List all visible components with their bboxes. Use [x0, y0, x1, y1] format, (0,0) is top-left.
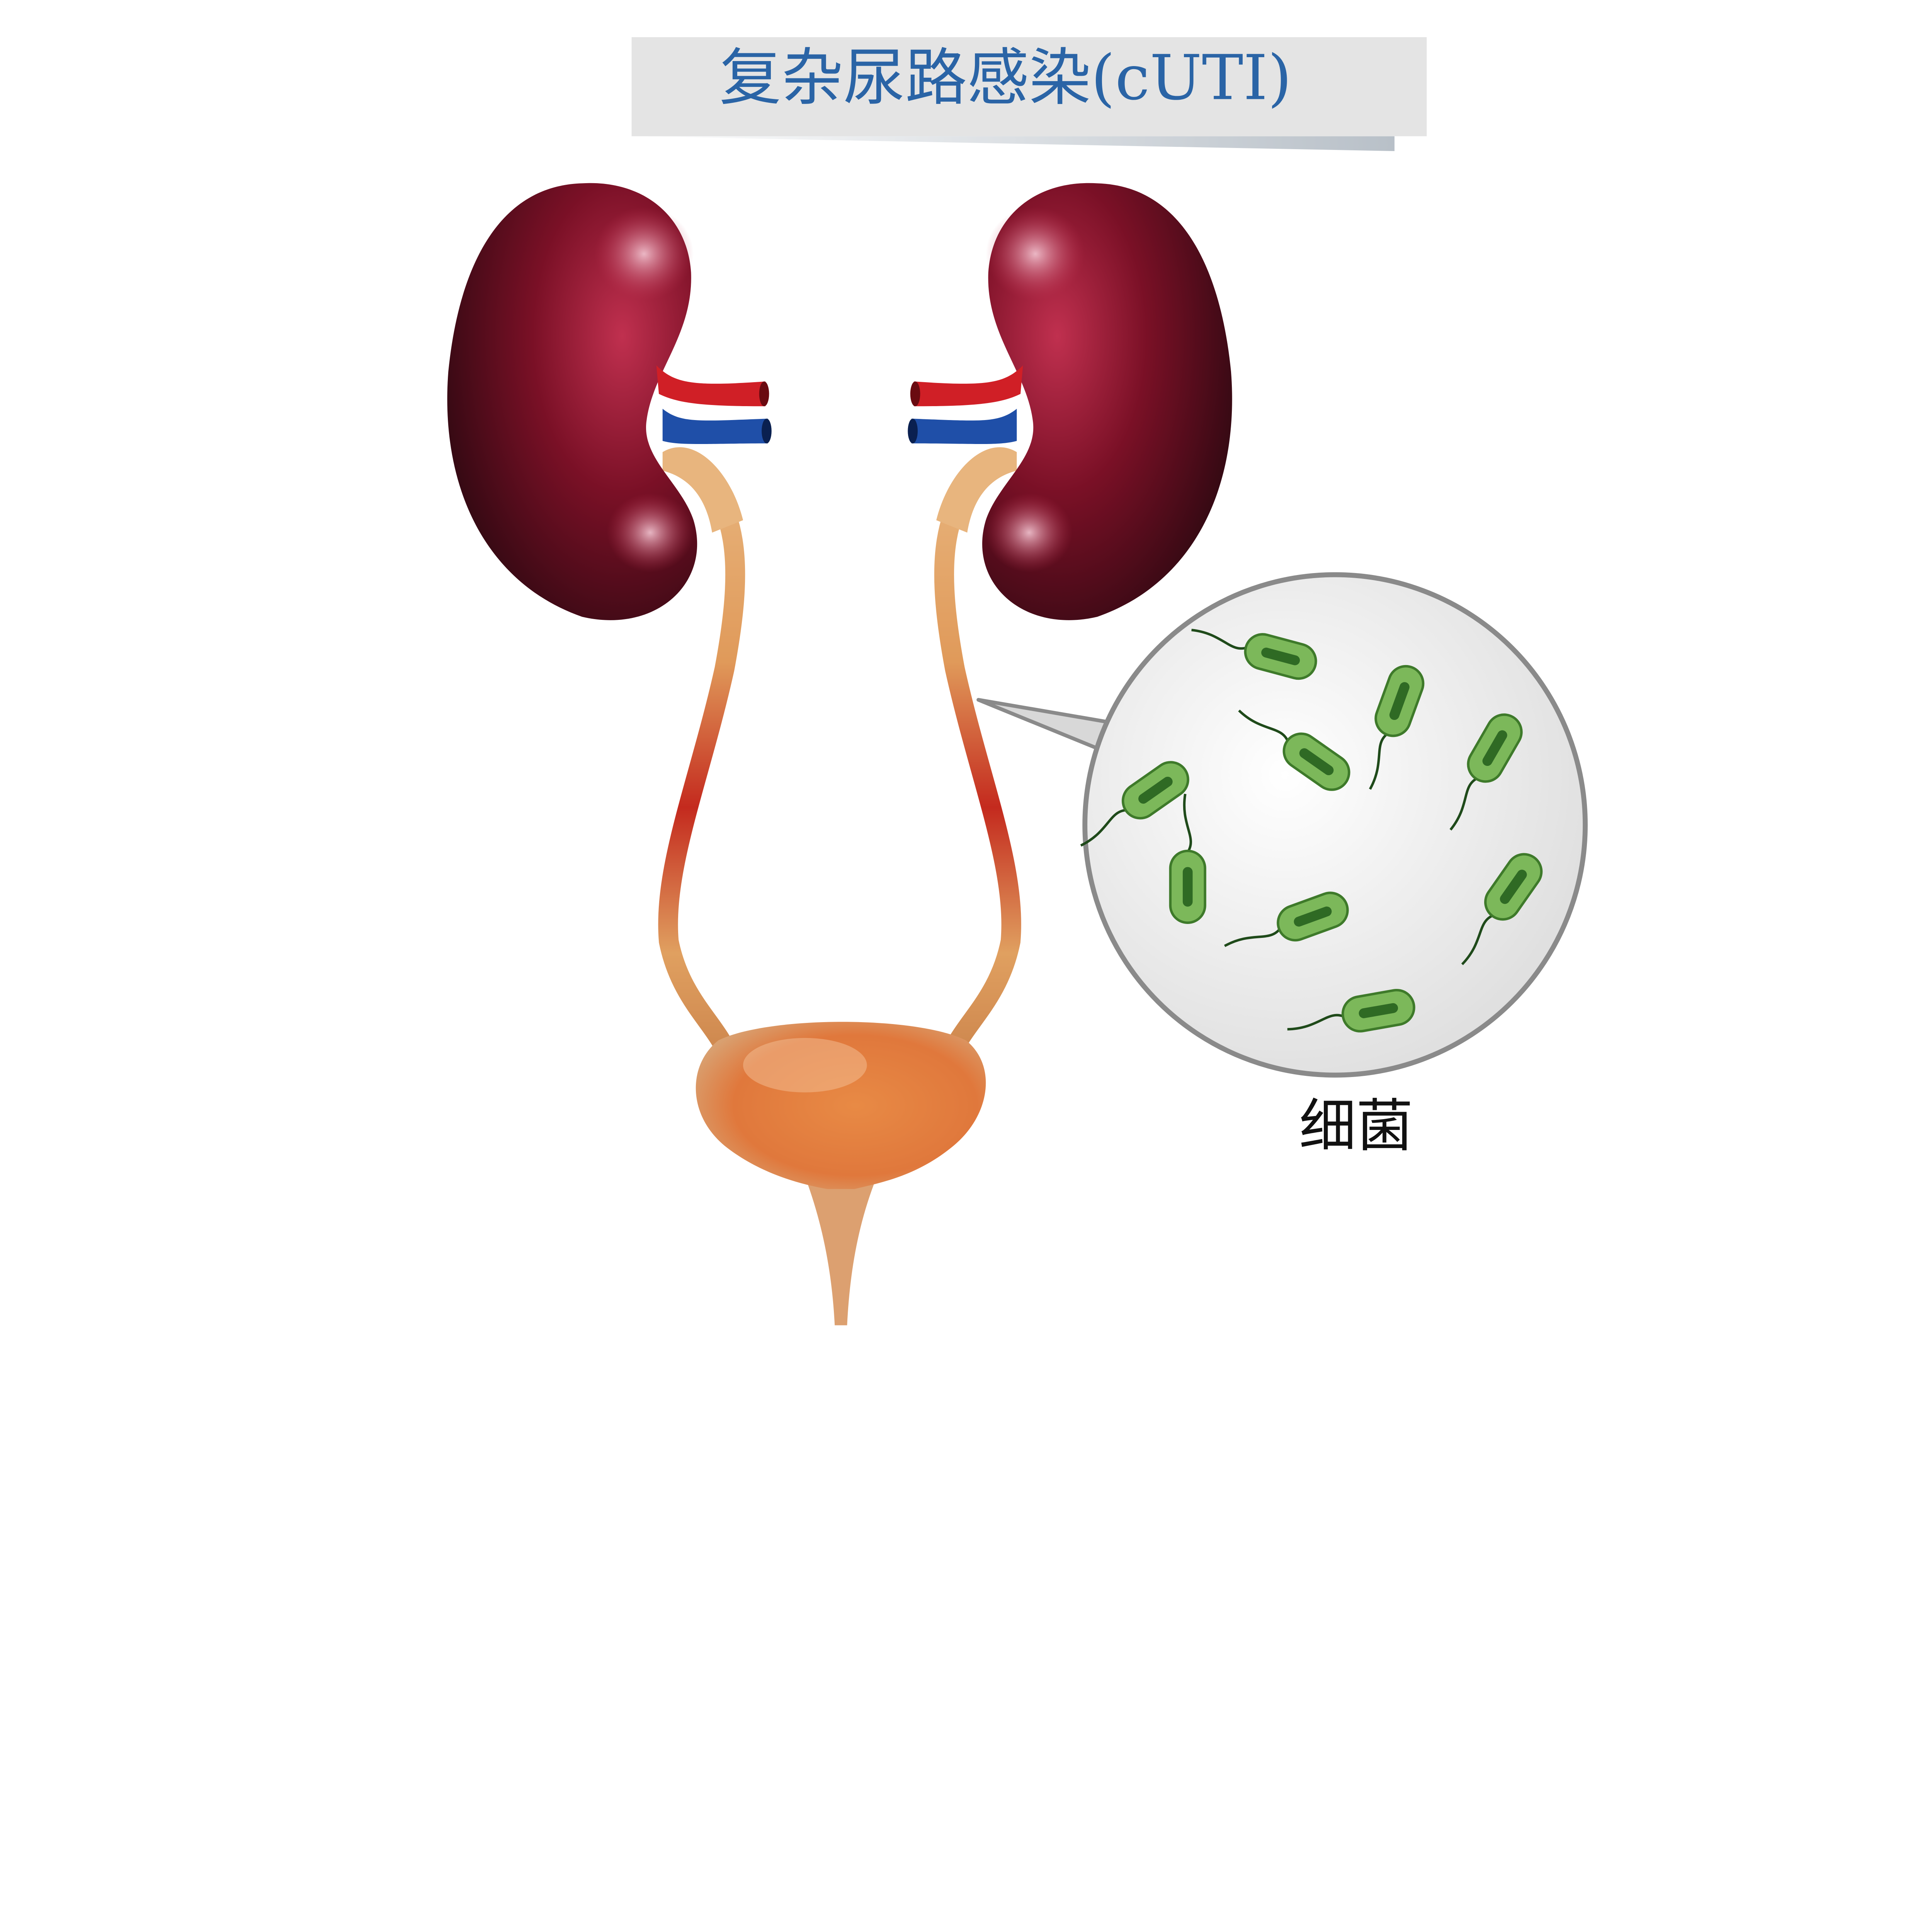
bacterium: [1369, 665, 1425, 790]
flagellum: [1191, 629, 1248, 650]
callout-pointer: [976, 698, 1111, 751]
bacterium-nucleoid: [1294, 906, 1332, 927]
vein-opening: [762, 419, 772, 444]
banner-shadow: [634, 136, 1395, 151]
left-kidney-highlight: [607, 493, 694, 572]
bacterium-nucleoid: [1359, 1003, 1398, 1018]
left-renal-vein: [662, 408, 768, 444]
left-renal-pelvis: [662, 447, 743, 533]
bladder: [696, 1022, 986, 1325]
bacterium: [1224, 892, 1349, 947]
artery-opening: [759, 381, 769, 407]
flagellum: [1449, 777, 1478, 831]
bacterium-nucleoid: [1389, 682, 1410, 720]
bacteria-group: [1080, 629, 1543, 1033]
flagellum: [1080, 809, 1128, 847]
bacterium: [1080, 761, 1189, 847]
vein-opening: [908, 419, 918, 444]
right-ureter: [934, 448, 1021, 1050]
bacterium: [1461, 853, 1543, 965]
magnifier-circle: [1082, 572, 1588, 1078]
right-kidney-highlight: [986, 493, 1073, 572]
bacterium: [1169, 793, 1206, 924]
bacterium-nucleoid: [1482, 730, 1507, 766]
bacteria-label: 细菌: [1299, 1093, 1413, 1159]
flagellum: [1461, 914, 1494, 965]
bacterium: [1287, 989, 1415, 1033]
flagellum: [1369, 732, 1389, 790]
bacterium-nucleoid: [1182, 867, 1193, 907]
flagellum: [1224, 927, 1281, 947]
artery-opening: [910, 381, 920, 407]
bladder-highlight: [743, 1038, 867, 1092]
magnifier-callout: 细菌: [976, 572, 1588, 1159]
page-title: 复杂尿路感染(cUTI): [719, 41, 1292, 114]
right-kidney-highlight: [986, 207, 1085, 301]
title-banner: 复杂尿路感染(cUTI): [631, 37, 1427, 151]
cuti-diagram: 复杂尿路感染(cUTI) 细菌: [447, 37, 1588, 1325]
bacterium: [1449, 713, 1523, 831]
bladder-body: [696, 1022, 986, 1189]
bacterium-nucleoid: [1299, 748, 1334, 776]
right-renal-vein: [911, 408, 1017, 444]
left-ureter: [658, 448, 745, 1050]
bacterium-nucleoid: [1500, 869, 1527, 904]
bacterium-nucleoid: [1138, 776, 1173, 804]
bacterium: [1191, 629, 1317, 680]
bacterium: [1238, 709, 1350, 791]
bacterium-nucleoid: [1261, 647, 1300, 665]
right-kidney-system: [908, 183, 1232, 1050]
banner-background: [631, 37, 1427, 136]
left-kidney-system: [447, 183, 772, 1050]
left-renal-artery: [656, 365, 765, 407]
left-kidney-highlight: [594, 207, 694, 301]
right-renal-pelvis: [936, 447, 1017, 533]
urethra: [805, 1176, 877, 1325]
flagellum: [1287, 1014, 1345, 1031]
flagellum: [1238, 709, 1289, 742]
flagellum: [1183, 793, 1192, 853]
right-renal-artery: [914, 365, 1023, 407]
